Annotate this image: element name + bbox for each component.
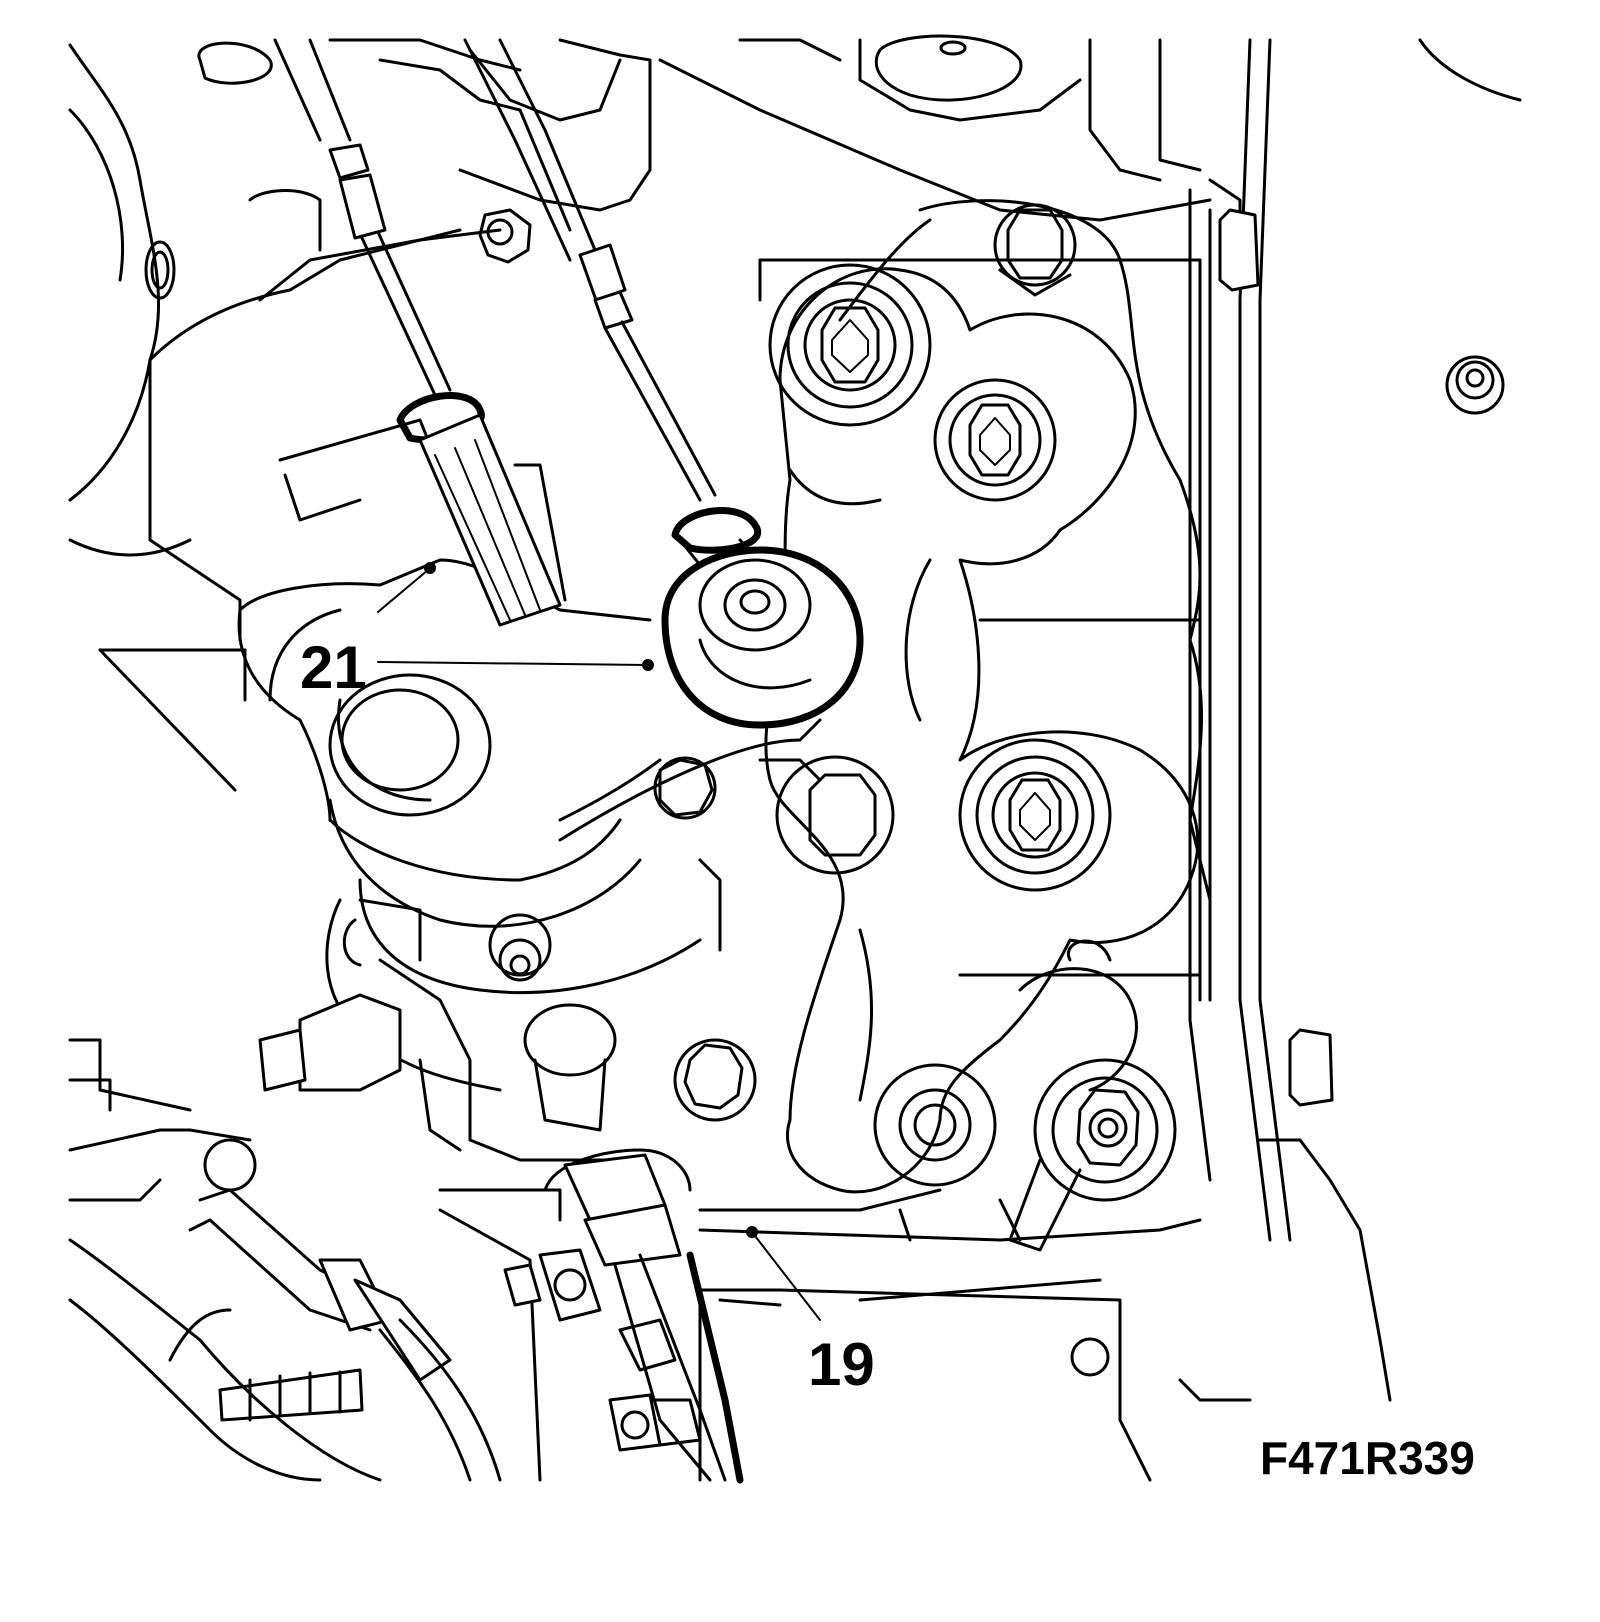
callout-21-label: 21 [300,634,367,701]
gear-cable-left [273,38,567,627]
lower-cover-plate [438,1188,1252,1482]
bolt-upper-right [933,378,1057,502]
gear-cable-right [463,38,762,567]
lever-boss [328,673,722,995]
bolt-mid-left [775,755,895,875]
engine-housing [68,34,1522,1402]
callout-19-label: 19 [808,1331,875,1398]
bolt-upper-left [768,263,932,427]
selector-housing [258,898,642,1162]
figure-code: F471R339 [1260,1432,1475,1484]
bolt-mid-right [958,738,1112,892]
lower-cable [543,1148,744,1484]
bolt-center-upper [653,756,717,820]
bolt-center-lower [673,1038,757,1122]
callout-21: 21 [300,562,654,701]
bolt-lower-right [1008,1058,1177,1252]
bolt-top-center [478,208,532,264]
bolt-lower-left [873,1063,997,1187]
cable-end-connector [661,546,864,729]
mounting-plate [758,199,1212,1002]
callout-19: 19 [746,1226,875,1398]
hose-and-fittings [68,1038,662,1482]
lever-bracket [758,267,1200,1194]
